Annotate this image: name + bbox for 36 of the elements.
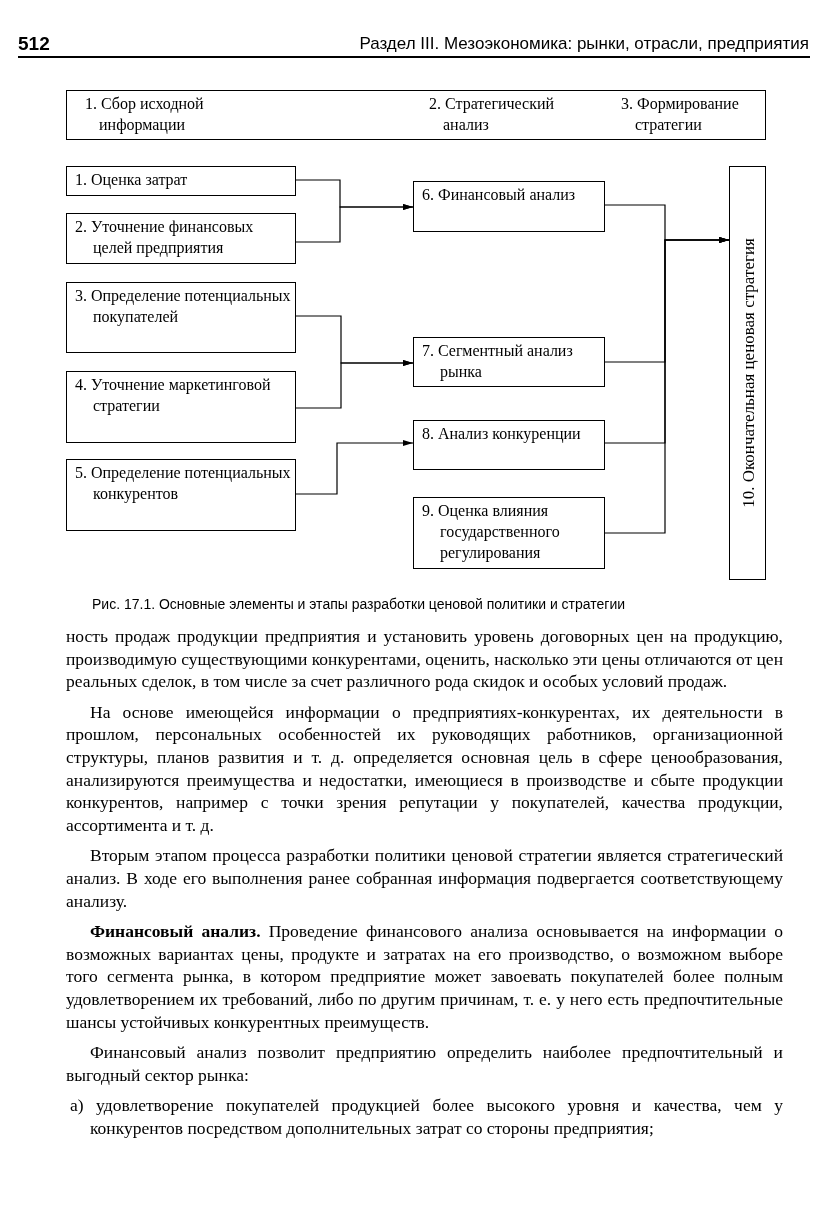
process-box [66,166,296,196]
node-text: 10. Окончательная ценовая стратегия [739,238,756,508]
node-text: 5. Определение потенциальных конкурентов [74,463,292,504]
connector-arrow [295,360,414,409]
node-text: 3. Определение потенциальных покупателей [74,286,292,327]
node-text: 8. Анализ конкуренции [421,424,582,444]
connector-arrow [295,204,414,243]
process-box [413,181,605,232]
node-text: 9. Оценка влияния государственного регулирования [421,501,561,563]
stage-text: 2. Стратегический анализ [428,94,556,135]
connector-arrow [295,440,414,495]
body-paragraph: Вторым этапом процесса разработки политики ценовой стратегии является стратегический анализ. В ходе его выполнения ранее собранная информация подвергается соответствующему анализу. [66,844,783,913]
figure-caption: Рис. 17.1. Основные элементы и этапы разработки ценовой политики и стратегии [92,595,626,614]
stage-header-box [66,90,766,140]
process-box [413,420,605,470]
process-box [66,459,296,531]
node-text: 4. Уточнение маркетинговой стратегии [74,375,272,416]
process-box [66,371,296,443]
body-paragraph: Финансовый анализ позволит предприятию определить наиболее предпочтительный и выгодный сектор рынка: [66,1041,783,1087]
process-box [413,497,605,569]
node-text: 6. Финансовый анализ [421,185,577,205]
body-paragraph: На основе имеющейся информации о предприятиях-конкурентах, их деятельности в прошлом, персональных особенностей их руководящих работников, организационной структуры, планов развития и т. д. определяется основная цель в сфере ценообразования, анализируются преимущества и недостатки, имеющиеся в производстве и сбыте продукции конкурентов, например с точки зрения репутации у покупателей, качества продукции, ассортимента и т. д. [66,700,783,837]
process-box [413,337,605,387]
body-paragraph: а) удовлетворение покупателей продукцией более высокого уровня и качества, чем у конкурентов посредством дополнительных затрат со стороны предприятия; [69,1094,783,1140]
process-box [66,282,296,353]
stage-text: 1. Сбор исходной информации [84,94,205,135]
body-paragraph: ность продаж продукции предприятия и установить уровень договорных цен на продукцию, производимую существующими конкурентами, оценить, насколько эти цены отличаются от цен реальных сделок, в том числе за счет различного рода скидок и особых условий продаж. [66,625,783,693]
body-paragraph: Финансовый анализ. Проведение финансового анализа основывается на информации о возможных вариантах цены, продукте и затратах на его производство, о возможном выборе того сегмента рынка, в котором предприятие может завоевать покупателей более полным удовлетворением их требований, либо по другим причинам, т. е. у него есть предпочтительные шансы устойчивых конкурентных преимуществ. [66,920,783,1034]
result-box [729,166,766,580]
running-header: Раздел III. Мезоэкономика: рынки, отрасли, предприятия [359,33,809,55]
process-box [66,213,296,264]
node-text: 2. Уточнение финансовых целей предприятия [74,217,255,258]
page-number: 512 [18,32,50,56]
stage-text: 3. Формирование стратегии [620,94,740,135]
node-text: 7. Сегментный анализ рынка [421,341,574,382]
node-text: 1. Оценка затрат [74,170,189,190]
